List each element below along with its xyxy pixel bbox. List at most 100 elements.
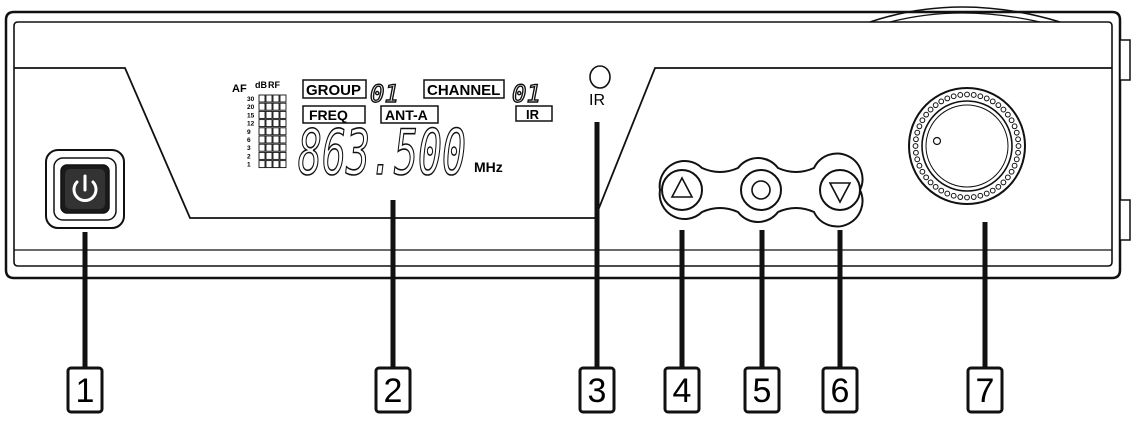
- knob-ridge: [1015, 149, 1021, 156]
- meter-cell: [265, 110, 273, 119]
- callout-1: 1: [66, 366, 104, 414]
- knob-ridge: [944, 190, 951, 197]
- callout-number: 3: [588, 372, 607, 410]
- frequency-readout: 863.500: [298, 116, 466, 189]
- meter-scale-label: 3: [247, 145, 251, 152]
- knob-ridge: [927, 179, 934, 186]
- meter-scale-label: 30: [247, 96, 255, 103]
- knob-ridge: [1004, 111, 1011, 118]
- knob-ridge: [1015, 143, 1022, 149]
- meter-cell: [272, 143, 280, 152]
- ir-indicator: IR: [526, 107, 540, 122]
- power-icon: [72, 174, 98, 202]
- callout-number: 1: [76, 372, 95, 410]
- meter-cell: [279, 143, 287, 152]
- meter-cell: [279, 94, 287, 103]
- level-meter-grid: [258, 94, 287, 169]
- meter-cell: [258, 143, 266, 152]
- meter-cell: [258, 102, 266, 111]
- up-arrow-icon: [670, 176, 694, 198]
- callout-5: 5: [743, 366, 781, 414]
- knob-ridge: [923, 174, 930, 181]
- antenna-label: ANT-A: [385, 107, 428, 123]
- ir-sensor-label: IR: [589, 92, 605, 109]
- knob-ridge: [989, 98, 996, 105]
- meter-cell: [258, 110, 266, 119]
- rf-label: RF: [268, 80, 280, 90]
- knob-ridge: [1011, 162, 1018, 169]
- meter-cell: [258, 94, 266, 103]
- circle-icon: [751, 180, 771, 200]
- meter-cell: [265, 94, 273, 103]
- af-label: AF: [232, 83, 247, 95]
- callout-number: 2: [384, 372, 403, 410]
- meter-cell: [279, 110, 287, 119]
- callout-number: 4: [673, 372, 692, 410]
- power-button[interactable]: [45, 149, 125, 229]
- meter-cell: [258, 119, 266, 128]
- meter-cell: [258, 160, 266, 169]
- knob-ridge: [957, 92, 964, 98]
- db-label: dB: [255, 80, 267, 90]
- knob-ridge: [912, 143, 919, 149]
- meter-cell: [258, 135, 266, 144]
- knob-ridge: [964, 91, 970, 98]
- knob-ridge: [927, 106, 934, 113]
- meter-cell: [272, 102, 280, 111]
- down-arrow-icon: [828, 182, 852, 204]
- ir-sensor: IR: [589, 65, 611, 109]
- meter-scale-label: 15: [247, 112, 255, 119]
- knob-ridge: [995, 183, 1002, 190]
- knob-ridge: [970, 92, 977, 98]
- knob-ridge: [989, 187, 996, 194]
- knob-ridge: [1011, 123, 1018, 130]
- knob-ridge: [914, 129, 921, 136]
- meter-cell: [272, 151, 280, 160]
- meter-scale-label: 1: [247, 162, 251, 169]
- meter-cell: [258, 127, 266, 136]
- meter-scale-label: 12: [247, 121, 255, 128]
- meter-scale-label: 20: [247, 104, 255, 111]
- meter-cell: [265, 151, 273, 160]
- up-button[interactable]: [661, 169, 703, 211]
- callout-3: 3: [578, 366, 616, 414]
- meter-cell: [272, 160, 280, 169]
- knob-ridge: [913, 136, 919, 143]
- callout-number: 6: [831, 372, 850, 410]
- down-button[interactable]: [819, 169, 861, 211]
- knob-ridge: [964, 194, 970, 201]
- meter-cell: [265, 127, 273, 136]
- meter-cell: [272, 110, 280, 119]
- knob-ridge: [983, 95, 990, 102]
- channel-label: CHANNEL: [427, 82, 500, 99]
- knob-ridge: [923, 111, 930, 118]
- meter-cell: [272, 135, 280, 144]
- callout-4: 4: [663, 366, 701, 414]
- navigation-button-cluster: [658, 152, 864, 228]
- knob-ridge: [1013, 156, 1020, 163]
- meter-cell: [265, 160, 273, 169]
- knob-ridge: [919, 168, 926, 175]
- knob-ridge: [1008, 168, 1015, 175]
- knob-ridges: [912, 91, 1022, 201]
- set-button[interactable]: [740, 169, 782, 211]
- freq-label: FREQ: [309, 107, 348, 123]
- callout-6: 6: [821, 366, 859, 414]
- meter-scale-label: 9: [247, 129, 251, 136]
- knob-ridge: [1000, 106, 1007, 113]
- knob-ridge: [913, 149, 919, 156]
- rotary-knob[interactable]: [908, 87, 1026, 205]
- meter-cell: [258, 151, 266, 160]
- knob-ridge: [995, 102, 1002, 109]
- callout-2: 2: [374, 366, 412, 414]
- knob-ridge: [977, 192, 984, 199]
- callout-7: 7: [966, 366, 1004, 414]
- knob-ridge: [970, 194, 977, 200]
- meter-cell: [265, 119, 273, 128]
- knob-ridge: [916, 162, 923, 169]
- knob-ridge: [932, 102, 939, 109]
- knob-ridge: [950, 93, 957, 100]
- knob-ridge: [914, 156, 921, 163]
- meter-cell: [279, 119, 287, 128]
